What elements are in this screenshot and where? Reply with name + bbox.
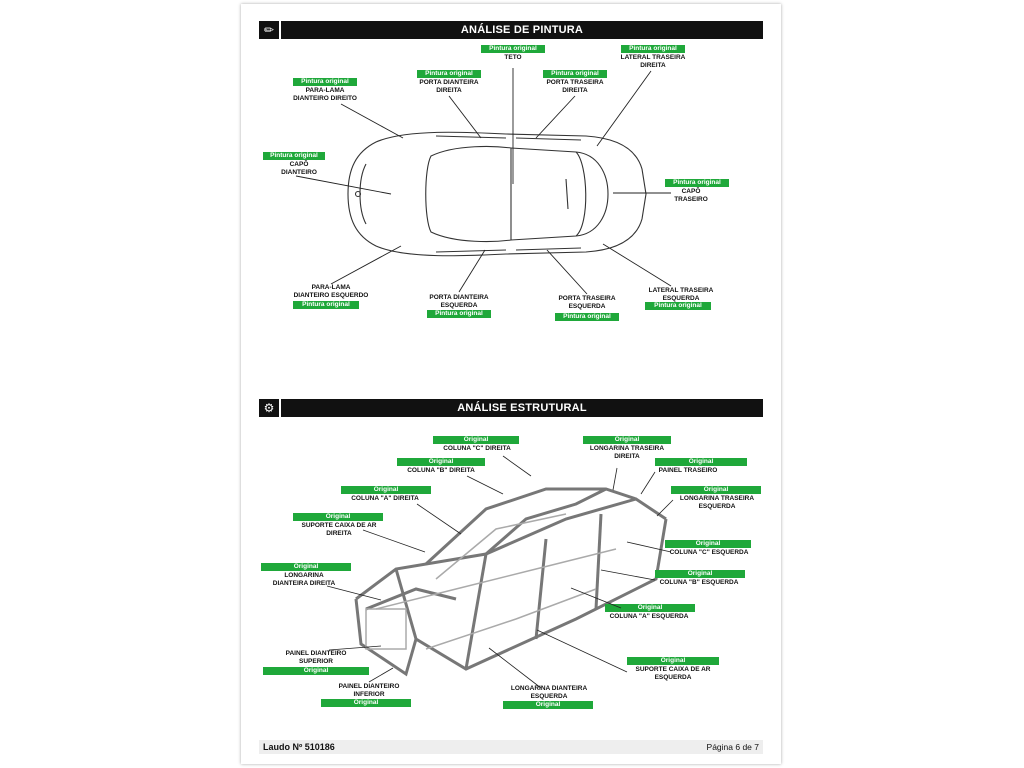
struct-part-longarina-dianteira-esquerda: LONGARINA DIANTEIRA ESQUERDA <box>510 685 588 700</box>
report-page: ✏ ANÁLISE DE PINTURA Pintura original TE… <box>241 4 781 764</box>
struct-part-coluna-a-direita: COLUNA "A" DIREITA <box>351 495 419 502</box>
paint-status-capo-traseiro: Pintura original <box>665 179 729 187</box>
paint-part-lateral-traseira-esquerda: LATERAL TRASEIRA ESQUERDA <box>648 287 714 302</box>
paint-part-capo-dianteiro: CAPÔ DIANTEIRO <box>281 161 317 176</box>
paint-status-para-lama-dianteiro-direito: Pintura original <box>293 78 357 86</box>
struct-part-coluna-a-esquerda: COLUNA "A" ESQUERDA <box>609 613 689 620</box>
struct-status-longarina-traseira-esquerda: Original <box>671 486 761 494</box>
paint-leader-lines <box>295 68 672 295</box>
car-top-view-diagram <box>347 131 647 257</box>
paint-status-porta-dianteira-esquerda: Pintura original <box>427 310 491 318</box>
struct-part-painel-dianteiro-inferior: PAINEL DIANTEIRO INFERIOR <box>338 683 400 698</box>
struct-status-suporte-caixa-ar-esquerda: Original <box>627 657 719 665</box>
paint-status-porta-dianteira-direita: Pintura original <box>417 70 481 78</box>
struct-part-painel-dianteiro-superior: PAINEL DIANTEIRO SUPERIOR <box>285 650 347 665</box>
struct-status-suporte-caixa-ar-direita: Original <box>293 513 383 521</box>
paint-status-porta-traseira-esquerda: Pintura original <box>555 313 619 321</box>
paint-part-porta-traseira-direita: PORTA TRASEIRA DIREITA <box>546 79 604 94</box>
car-body-frame-diagram <box>354 487 668 677</box>
struct-status-coluna-a-direita: Original <box>341 486 431 494</box>
struct-status-coluna-b-esquerda: Original <box>655 570 745 578</box>
paint-part-porta-dianteira-direita: PORTA DIANTEIRA DIREITA <box>419 79 479 94</box>
paint-part-capo-traseiro: CAPÔ TRASEIRO <box>674 188 708 203</box>
report-number: Laudo Nº 510186 <box>263 742 335 752</box>
paint-status-capo-dianteiro: Pintura original <box>263 152 325 160</box>
structure-section-title: ANÁLISE ESTRUTURAL <box>281 399 763 417</box>
struct-part-suporte-caixa-ar-direita: SUPORTE CAIXA DE AR DIREITA <box>301 522 377 537</box>
struct-status-longarina-dianteira-direita: Original <box>261 563 351 571</box>
paint-status-lateral-traseira-esquerda: Pintura original <box>645 302 711 310</box>
struct-part-longarina-traseira-direita: LONGARINA TRASEIRA DIREITA <box>589 445 665 460</box>
paint-status-para-lama-dianteiro-esquerdo: Pintura original <box>293 301 359 309</box>
paint-brush-icon: ✏ <box>259 21 279 39</box>
paint-status-lateral-traseira-direita: Pintura original <box>621 45 685 53</box>
struct-part-painel-traseiro: PAINEL TRASEIRO <box>658 467 718 474</box>
paint-part-lateral-traseira-direita: LATERAL TRASEIRA DIREITA <box>620 54 686 69</box>
page-number: Página 6 de 7 <box>706 742 759 752</box>
footer-bar <box>259 740 763 754</box>
paint-part-porta-traseira-esquerda: PORTA TRASEIRA ESQUERDA <box>558 295 616 310</box>
struct-status-painel-traseiro: Original <box>655 458 747 466</box>
paint-part-para-lama-dianteiro-direito: PARA-LAMA DIANTEIRO DIREITO <box>293 87 357 102</box>
struct-status-longarina-dianteira-esquerda: Original <box>503 701 593 709</box>
paint-part-porta-dianteira-esquerda: PORTA DIANTEIRA ESQUERDA <box>429 294 489 309</box>
paint-status-porta-traseira-direita: Pintura original <box>543 70 607 78</box>
struct-part-longarina-dianteira-direita: LONGARINA DIANTEIRA DIREITA <box>272 572 336 587</box>
structure-leader-lines <box>326 455 674 689</box>
struct-part-coluna-b-direita: COLUNA "B" DIREITA <box>407 467 475 474</box>
paint-status-teto: Pintura original <box>481 45 545 53</box>
struct-part-suporte-caixa-ar-esquerda: SUPORTE CAIXA DE AR ESQUERDA <box>635 666 711 681</box>
struct-status-coluna-c-direita: Original <box>433 436 519 444</box>
struct-status-coluna-c-esquerda: Original <box>665 540 751 548</box>
car-structure-icon: ⚙ <box>259 399 279 417</box>
paint-section-title: ANÁLISE DE PINTURA <box>281 21 763 39</box>
struct-part-coluna-b-esquerda: COLUNA "B" ESQUERDA <box>659 579 739 586</box>
struct-status-coluna-b-direita: Original <box>397 458 485 466</box>
struct-status-longarina-traseira-direita: Original <box>583 436 671 444</box>
struct-status-painel-dianteiro-superior: Original <box>263 667 369 675</box>
struct-part-longarina-traseira-esquerda: LONGARINA TRASEIRA ESQUERDA <box>679 495 755 510</box>
struct-status-painel-dianteiro-inferior: Original <box>321 699 411 707</box>
paint-part-para-lama-dianteiro-esquerdo: PARA-LAMA DIANTEIRO ESQUERDO <box>293 284 369 299</box>
struct-part-coluna-c-esquerda: COLUNA "C" ESQUERDA <box>669 549 749 556</box>
struct-status-coluna-a-esquerda: Original <box>605 604 695 612</box>
paint-part-teto: TETO <box>504 54 522 61</box>
struct-part-coluna-c-direita: COLUNA "C" DIREITA <box>443 445 511 452</box>
